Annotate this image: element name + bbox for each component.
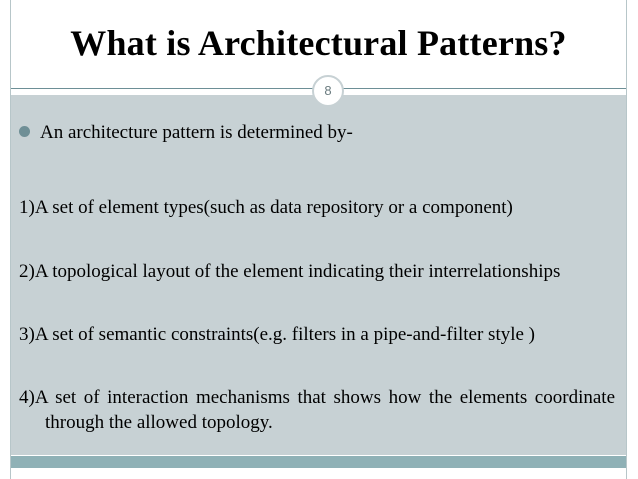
bullet-item: An architecture pattern is determined by… xyxy=(19,122,353,144)
title-area: What is Architectural Patterns? xyxy=(11,0,626,88)
slide-title: What is Architectural Patterns? xyxy=(70,23,567,63)
list-item: 4)A set of interaction mechanisms that s… xyxy=(19,387,615,433)
page-number-badge: 8 xyxy=(312,75,344,107)
list-item: 2)A topological layout of the element in… xyxy=(19,261,561,282)
bullet-text: An architecture pattern is determined by… xyxy=(40,122,353,143)
footer-bar xyxy=(11,456,626,468)
bullet-dot-icon xyxy=(19,126,30,137)
list-item: 3)A set of semantic constraints(e.g. fil… xyxy=(19,324,536,345)
content-panel xyxy=(11,95,626,455)
slide: What is Architectural Patterns? 8 An arc… xyxy=(10,0,627,479)
list-item: 1)A set of element types(such as data re… xyxy=(19,197,513,218)
